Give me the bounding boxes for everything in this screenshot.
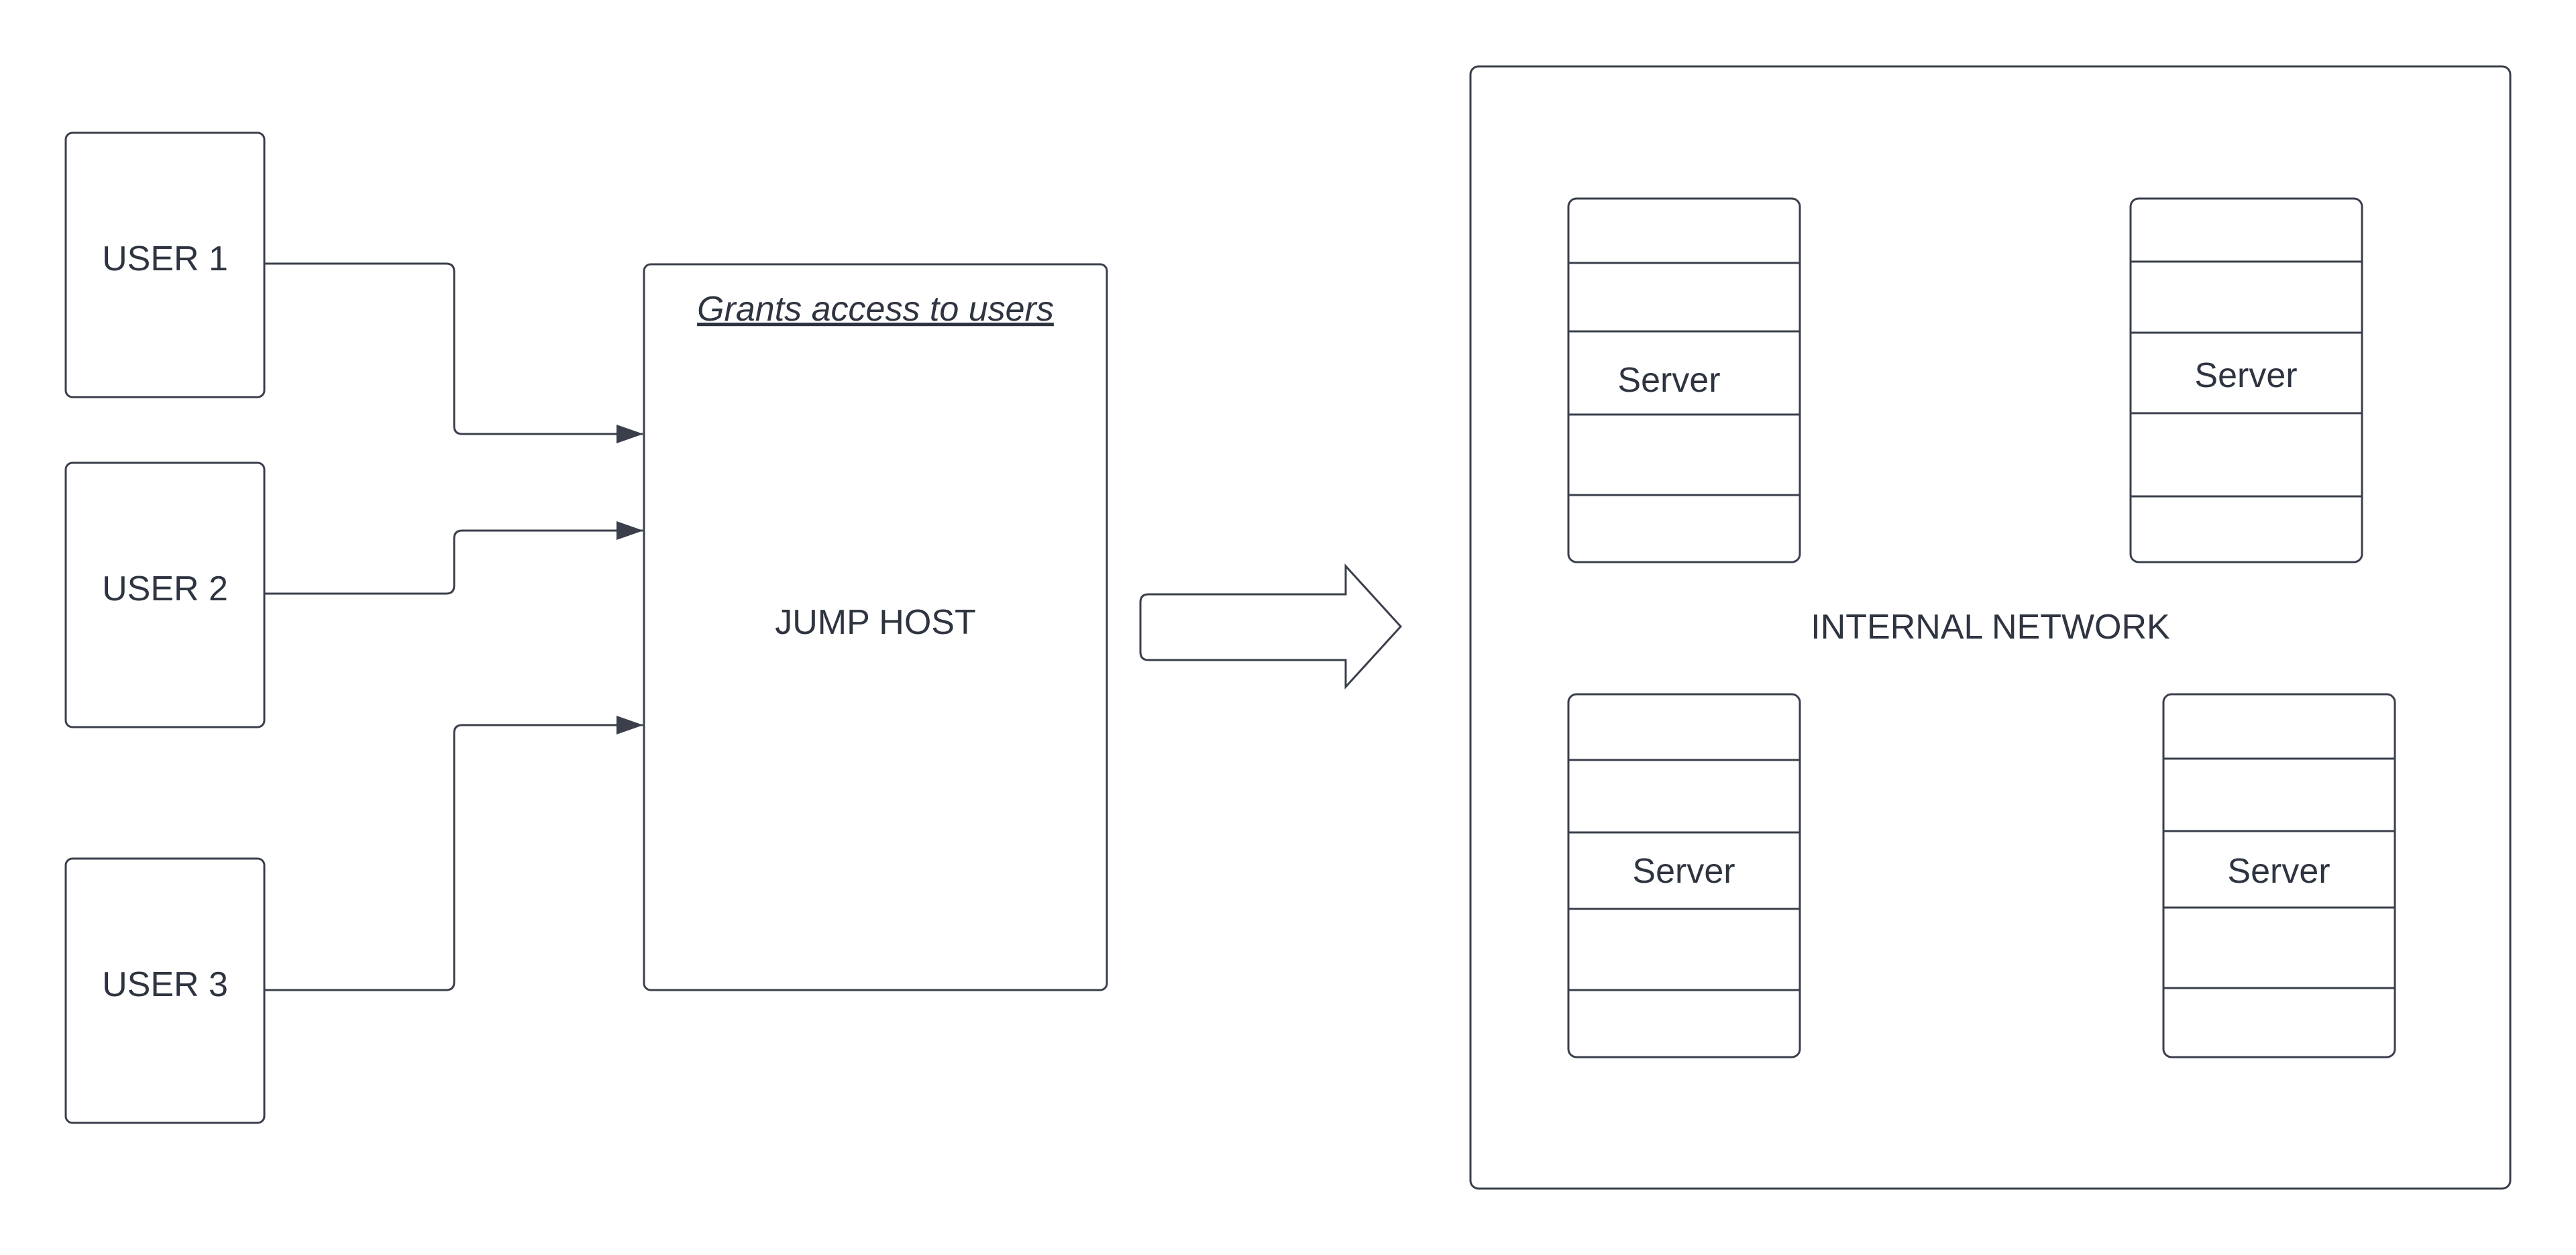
- internal-network-label: INTERNAL NETWORK: [1811, 608, 2170, 647]
- jump-host-note: Grants access to users: [697, 290, 1054, 329]
- user-label-2: USER 2: [102, 569, 228, 608]
- server-label-1: Server: [1617, 361, 1720, 400]
- user-node-1: USER 1: [64, 131, 266, 398]
- connector-user3-jumphost: [264, 716, 643, 991]
- server-rack-4: Server: [2162, 693, 2396, 1058]
- connector-user2-jumphost: [264, 521, 643, 595]
- user-label-1: USER 1: [102, 239, 228, 278]
- jump-host-label: JUMP HOST: [775, 603, 976, 642]
- server-rack-1: Server: [1567, 197, 1801, 563]
- server-rack-2: Server: [2129, 197, 2363, 563]
- user-label-3: USER 3: [102, 965, 228, 1004]
- user-node-3: USER 3: [64, 857, 266, 1124]
- connector-user1-jumphost: [264, 262, 643, 443]
- server-label-4: Server: [2227, 852, 2330, 891]
- server-label-3: Server: [1632, 852, 1735, 891]
- server-rack-3: Server: [1567, 693, 1801, 1058]
- block-arrow-right-icon: [1139, 563, 1403, 690]
- user-node-2: USER 2: [64, 461, 266, 728]
- jump-host-node: Grants access to users JUMP HOST: [643, 263, 1108, 991]
- server-label-2: Server: [2194, 356, 2297, 395]
